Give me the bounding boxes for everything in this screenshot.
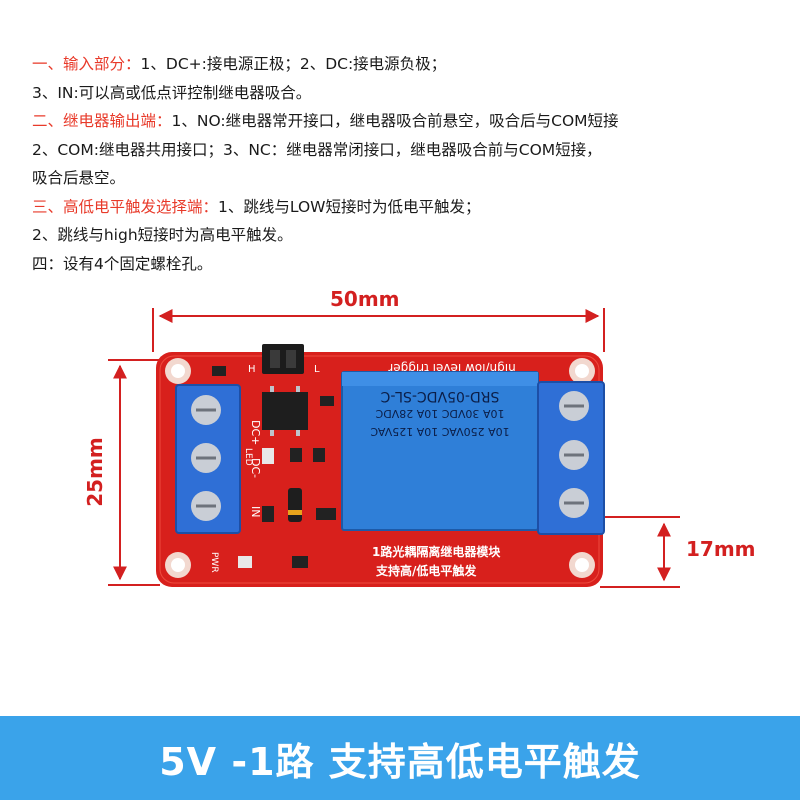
input-terminal-block	[175, 384, 241, 534]
screw-icon	[191, 443, 221, 473]
description-line-8: 四：设有4个固定螺栓孔。	[32, 250, 792, 279]
description-line-1: 一、输入部分：1、DC+:接电源正极；2、DC:接电源负极；	[32, 50, 792, 79]
bottom-banner: 5V -1路 支持高低电平触发	[0, 716, 800, 800]
smd-resistor	[320, 396, 334, 406]
screw-icon	[559, 391, 589, 421]
relay-board: DC+ DC- IN H L LED PWR high/low leve	[156, 344, 605, 587]
smd-resistor	[212, 366, 226, 376]
smd-resistor	[290, 448, 302, 462]
description-heading: 一、输入部分：	[32, 55, 141, 73]
mounting-hole	[165, 358, 191, 384]
optocoupler-chip	[262, 386, 308, 436]
power-led	[238, 556, 252, 568]
description-line-4: 2、COM:继电器共用接口；3、NC：继电器常闭接口，继电器吸合前与COM短接，	[32, 136, 792, 165]
transistor	[316, 508, 336, 520]
smd-resistor	[313, 448, 325, 462]
pwr-label: PWR	[209, 552, 219, 573]
screw-icon	[559, 488, 589, 518]
description-text: 2、COM:继电器共用接口；3、NC：继电器常闭接口，继电器吸合前与COM短接，	[32, 140, 602, 159]
description-text: 1、DC+:接电源正极；2、DC:接电源负极；	[140, 55, 447, 73]
screw-icon	[191, 395, 221, 425]
pin-label-in: IN	[249, 506, 262, 517]
pin-label-dc-plus: DC+	[249, 420, 262, 445]
relay-model: SRD-05VDC-SL-C	[380, 388, 499, 404]
mounting-hole	[569, 358, 595, 384]
relay-rating-2: 10A 30VDC 10A 28VDC	[375, 407, 504, 420]
description-text: 3、IN:可以高或低点评控制继电器吸合。	[32, 83, 312, 102]
description-text: 1、跳线与LOW短接时为低电平触发；	[218, 197, 481, 216]
jumper-label-l: L	[314, 364, 320, 375]
output-terminal-block	[537, 381, 605, 535]
relay-rating-1: 10A 250VAC 10A 125VAC	[370, 425, 510, 438]
pcb-subtitle: 支持高/低电平触发	[375, 563, 477, 578]
mounting-hole	[569, 552, 595, 578]
description-text: 1、NO:继电器常开接口，继电器吸合前悬空，吸合后与COM短接	[171, 112, 619, 130]
mounting-hole	[165, 552, 191, 578]
relay-component: SRD-05VDC-SL-C 10A 250VAC 10A 125VAC 10A…	[341, 371, 539, 531]
description-text: 吸合后悬空。	[32, 169, 126, 187]
width-dimension: 50mm	[152, 287, 605, 352]
pcb-title: 1路光耦隔离继电器模块	[372, 544, 501, 559]
description-line-5: 吸合后悬空。	[32, 164, 792, 193]
pin-label-dc-minus: DC-	[249, 458, 262, 478]
description-block: 一、输入部分：1、DC+:接电源正极；2、DC:接电源负极； 3、IN:可以高或…	[32, 50, 792, 278]
diode	[288, 488, 302, 522]
description-heading: 三、高低电平触发选择端：	[32, 197, 219, 216]
led-label: LED	[243, 448, 253, 466]
description-text: 四：设有4个固定螺栓孔。	[32, 254, 213, 273]
smd-resistor	[262, 506, 274, 522]
description-heading: 二、继电器输出端：	[32, 112, 172, 130]
description-text: 2、跳线与high短接时为高电平触发。	[32, 226, 293, 244]
depth-label: 17mm	[686, 537, 756, 561]
smd-resistor	[292, 556, 308, 568]
status-led	[262, 448, 274, 464]
screw-icon	[191, 491, 221, 521]
height-label: 25mm	[83, 437, 107, 507]
description-line-3: 二、继电器输出端：1、NO:继电器常开接口，继电器吸合前悬空，吸合后与COM短接	[32, 107, 792, 136]
jumper-label-h: H	[248, 364, 256, 375]
trigger-jumper	[262, 344, 304, 374]
screw-icon	[559, 440, 589, 470]
height-dimension: 25mm	[83, 359, 160, 586]
banner-text: 5V -1路 支持高低电平触发	[159, 739, 641, 784]
width-label: 50mm	[330, 287, 400, 311]
description-line-7: 2、跳线与high短接时为高电平触发。	[32, 221, 792, 250]
description-line-6: 三、高低电平触发选择端：1、跳线与LOW短接时为低电平触发；	[32, 193, 792, 222]
description-line-2: 3、IN:可以高或低点评控制继电器吸合。	[32, 79, 792, 108]
